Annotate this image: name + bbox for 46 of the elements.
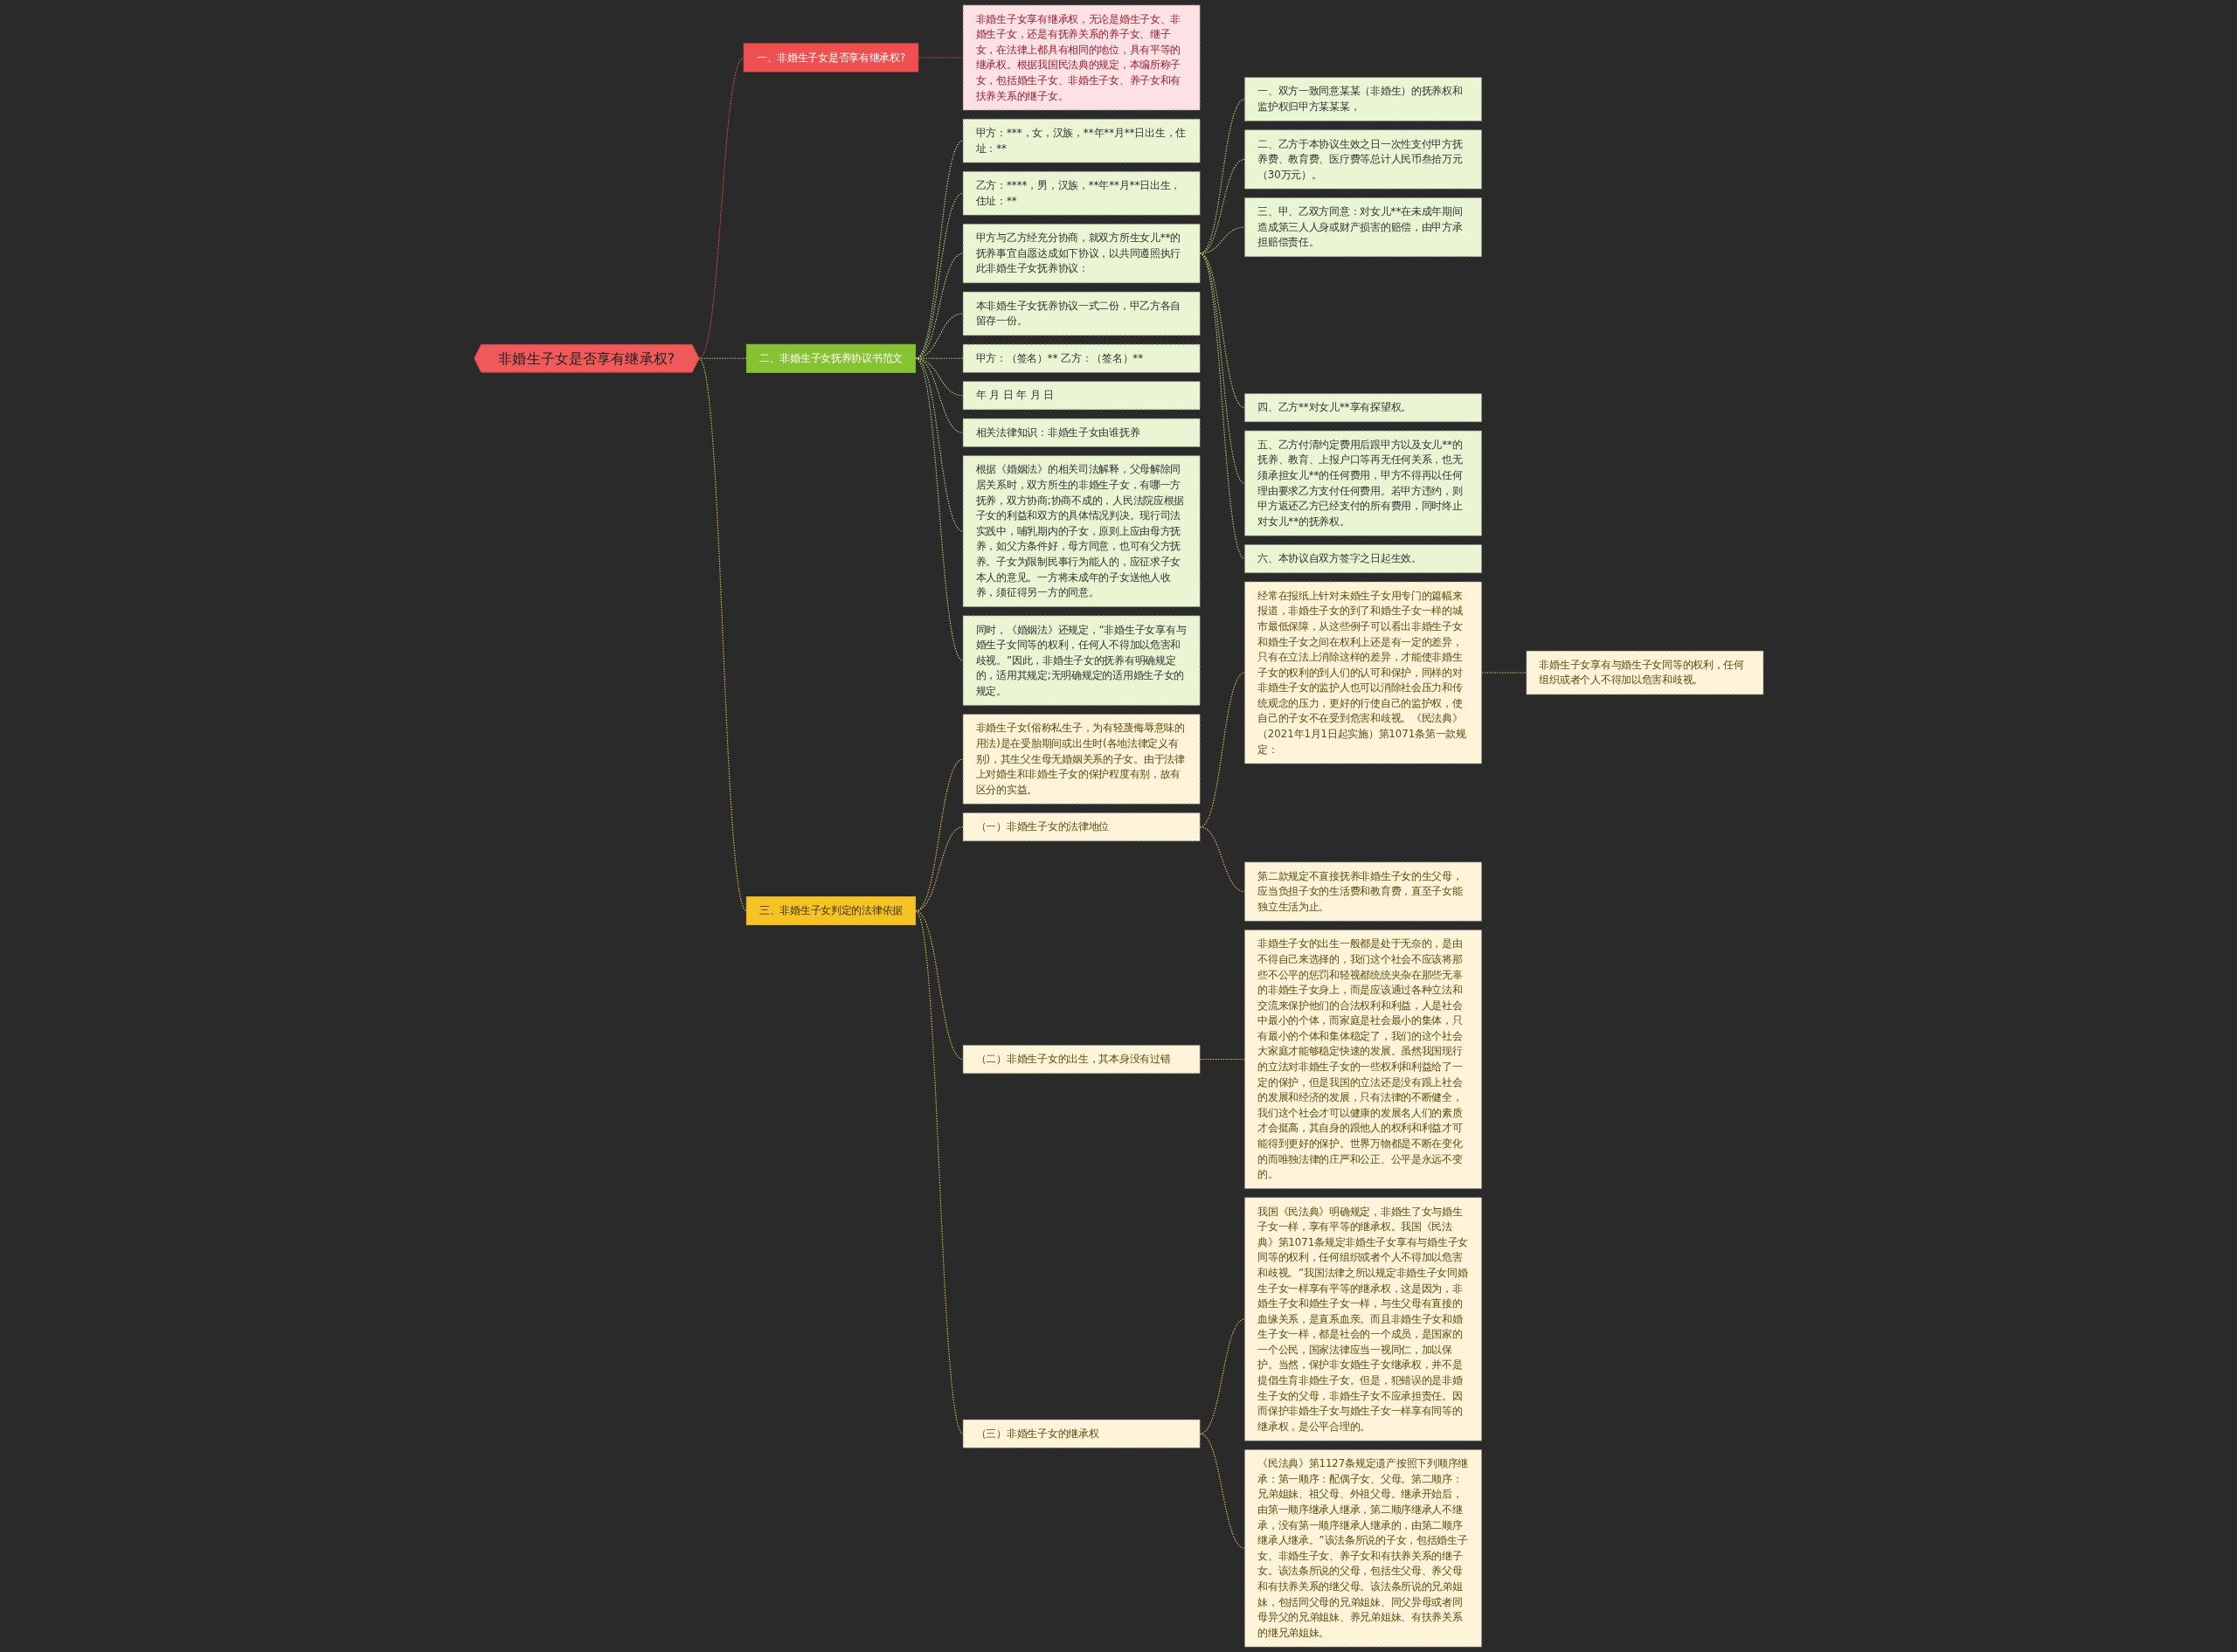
- connector: [914, 910, 964, 1061]
- connector: [914, 357, 964, 661]
- node-box: 三、非婚生子女判定的法律依据: [745, 896, 916, 926]
- node-box: 非婚生子女享有与婚生子女同等的权利，任何组织或者个人不得加以危害和歧视。: [1526, 650, 1763, 695]
- node-box: 经常在报纸上针对未婚生子女用专门的篇幅来报道，非婚生子女的到了和婚生子女一样的城市最低保障，从这些例子可以看出非婚生子女和婚生子女之间在权利上还是有一定的差异，只有在立法上消除这样的差异，才能使非婚生子女的权利的到人们的认可和保护，同样的对非婚生子女的监护人也可以消除社会压力和传统观念的压力，更好的行使自己的监护权，使自己的子女不在受到危害和歧视。《民法典》（2021年1月1日起实施）第1071条第一款规定：: [1243, 581, 1482, 764]
- node-box: （一）非婚生子女的法律地位: [962, 812, 1201, 842]
- node-box: 六、本协议自双方签字之日起生效。: [1243, 544, 1482, 574]
- node-box: 我国《民法典》明确规定，非婚生了女与婚生子女一样，享有平等的继承权。我国《民法典》第1071条规定非婚生子女享有与婚生子女同等的权利，任何组织或者个人不得加以危害和歧视。”我国法律之所以规定非婚生子女同婚生子女一样享有平等的继承权，这是因为，非婚生子女和婚生子女一样，与生父母有直接的血缘关系，是直系血亲。而且非婚生子女和婚生子女一样，都是社会的一个成员，是国家的一个公民，国家法律应当一视同仁，加以保护。当然，保护非女婚生子女继承权，并不是提倡生育非婚生子女。但是，犯错误的是非婚生子女的父母，非婚生子女不应承担责任。因而保护非婚生子女与婚生子女一样享有同等的继承权，是公平合理的。: [1243, 1197, 1482, 1441]
- node-box: 四、乙方**对女儿**享有探望权。: [1243, 393, 1482, 423]
- connector: [914, 140, 964, 359]
- connector: [697, 357, 747, 912]
- node-box: 乙方：****，男，汉族，**年**月**日出生，住址：**: [962, 171, 1201, 216]
- connector: [697, 57, 745, 359]
- connector: [1199, 826, 1245, 893]
- node-box: 一、非婚生子女是否享有继承权?: [743, 43, 918, 73]
- node-box: 根据《婚姻法》的相关司法解释，父母解除同居关系时，双方所生的非婚生子女，有哪一方抚养，双方协商;协商不成的，人民法院应根据子女的利益和双方的具体情况判决。现行司法实践中，哺乳期内的子女，原则上应由母方抚养，如父方条件好，母方同意，也可有父方抚养。子女为限制民事行为能人的，应征求子女本人的意见。一方将未成年的子女送他人收养，须征得另一方的同意。: [962, 455, 1201, 607]
- connector: [1199, 1059, 1245, 1061]
- node-box: （三）非婚生子女的继承权: [962, 1419, 1201, 1448]
- connector: [1199, 252, 1245, 560]
- node-box: 本非婚生子女抚养协议一式二份，甲乙方各自留存一份。: [962, 291, 1201, 336]
- node-box: 二、非婚生子女抚养协议书范文: [745, 343, 916, 373]
- node-box: 同时，《婚姻法》还规定，“非婚生子女享有与婚生子女同等的权利，任何人不得加以危害和歧视。”因此，非婚生子女的抚养有明确规定的，适用其规定;无明确规定的适用婚生子女的规定。: [962, 615, 1201, 706]
- connector: [1199, 158, 1245, 254]
- node-box: （二）非婚生子女的出生，其本身没有过错: [962, 1045, 1201, 1075]
- node-box: 甲方：（签名）** 乙方：（签名）**: [962, 343, 1201, 373]
- node-box: 三、甲、乙双方同意：对女儿**在未成年期间造成第三人人身或财产损害的赔偿，由甲方承担赔偿责任。: [1243, 197, 1482, 258]
- node-box: 非婚生子女(俗称私生子，为有轻蔑侮辱意味的用法)是在受胎期间或出生时(各地法律定义有别)，其生父生母无婚姻关系的子女。由于法律上对婚生和非婚生子女的保护程度有别，故有区分的实益。: [962, 714, 1201, 805]
- node-box: 甲方：***，女，汉族，**年**月**日出生，住址：**: [962, 118, 1201, 163]
- node-box: 二、乙方于本协议生效之日一次性支付甲方抚养费、教育费、医疗费等总计人民币叁拾万元（30万元）。: [1243, 129, 1482, 190]
- connector: [1480, 672, 1527, 674]
- node-box: 非婚生子女的出生一般都是处于无奈的，是由不得自己来选择的，我们这个社会不应该将那些不公平的惩罚和轻视都统统夹杂在那些无辜的非婚生子女身上，而是应该通过各种立法和交流来保护他们的合法权利和利益，人是社会中最小的个体，而家庭是社会最小的集体，只有最小的个体和集体稳定了，我们的这个社会大家庭才能够稳定快速的发展。虽然我国现行的立法对非婚生子女的一些权利和利益给了一定的保护，但是我国的立法还是没有跟上社会的发展和经济的发展，只有法律的不断健全，我们这个社会才可以健康的发展名人们的素质才会挺高，其自身的跟他人的权利和利益才可能得到更好的保护。世界万物都是不断在变化的而唯独法律的庄严和公正、公平是永远不变的。: [1243, 930, 1482, 1189]
- node-box: 《民法典》第1127条规定遗产按照下列顺序继承：第一顺序：配偶子女、父母。第二顺序：兄弟姐妹、祖父母、外祖父母。继承开始后，由第一顺序继承人继承，第二顺序继承人不继承，没有第一顺序继承人继承的，由第二顺序继承人继承。”该法条所说的子女，包括婚生子女、非婚生子女、养子女和有扶养关系的继子女。该法条所说的父母，包括生父母、养父母和有扶养关系的继父母。该法条所说的兄弟姐妹，包括同父母的兄弟姐妹、同父异母或者同母异父的兄弟姐妹、养兄弟姐妹、有扶养关系的继兄弟姐妹。: [1243, 1449, 1482, 1648]
- connector: [914, 252, 964, 359]
- connector: [914, 192, 964, 359]
- node-box: 一、双方一致同意某某（非婚生）的抚养权和监护权归甲方某某某，: [1243, 77, 1482, 121]
- connector: [914, 910, 964, 1434]
- node-box: 第二款规定不直接抚养非婚生子女的生父母，应当负担子女的生活费和教育费，直至子女能独立生活为止。: [1243, 861, 1482, 922]
- node-box: 非婚生子女享有继承权，无论是婚生子女、非婚生子女，还是有抚养关系的养子女、继子女，在法律上都具有相同的地位，具有平等的继承权。根据我国民法典的规定，本编所称子女，包括婚生子女、非婚生子女、养子女和有扶养关系的继子女。: [962, 4, 1201, 111]
- connector: [1199, 1433, 1245, 1549]
- node-box: 相关法律知识：非婚生子女由谁抚养: [962, 418, 1201, 447]
- connector: [1199, 1318, 1245, 1434]
- node-box: 五、乙方付清约定费用后跟甲方以及女儿**的抚养、教育、上报户口等再无任何关系，也无须承担女儿**的任何费用，甲方不得再以任何理由要求乙方支付任何费用。若甲方违约，则甲方返还乙方已经支付的所有费用，同时终止对女儿**的抚养权。: [1243, 430, 1482, 536]
- connector: [1199, 99, 1245, 254]
- node-box: 年 月 日 年 月 日: [962, 381, 1201, 411]
- node-box: 甲方与乙方经充分协商，就双方所生女儿**的抚养事宜自愿达成如下协议，以共同遵照执行此非婚生子女抚养协议：: [962, 224, 1201, 284]
- connector: [1199, 226, 1245, 254]
